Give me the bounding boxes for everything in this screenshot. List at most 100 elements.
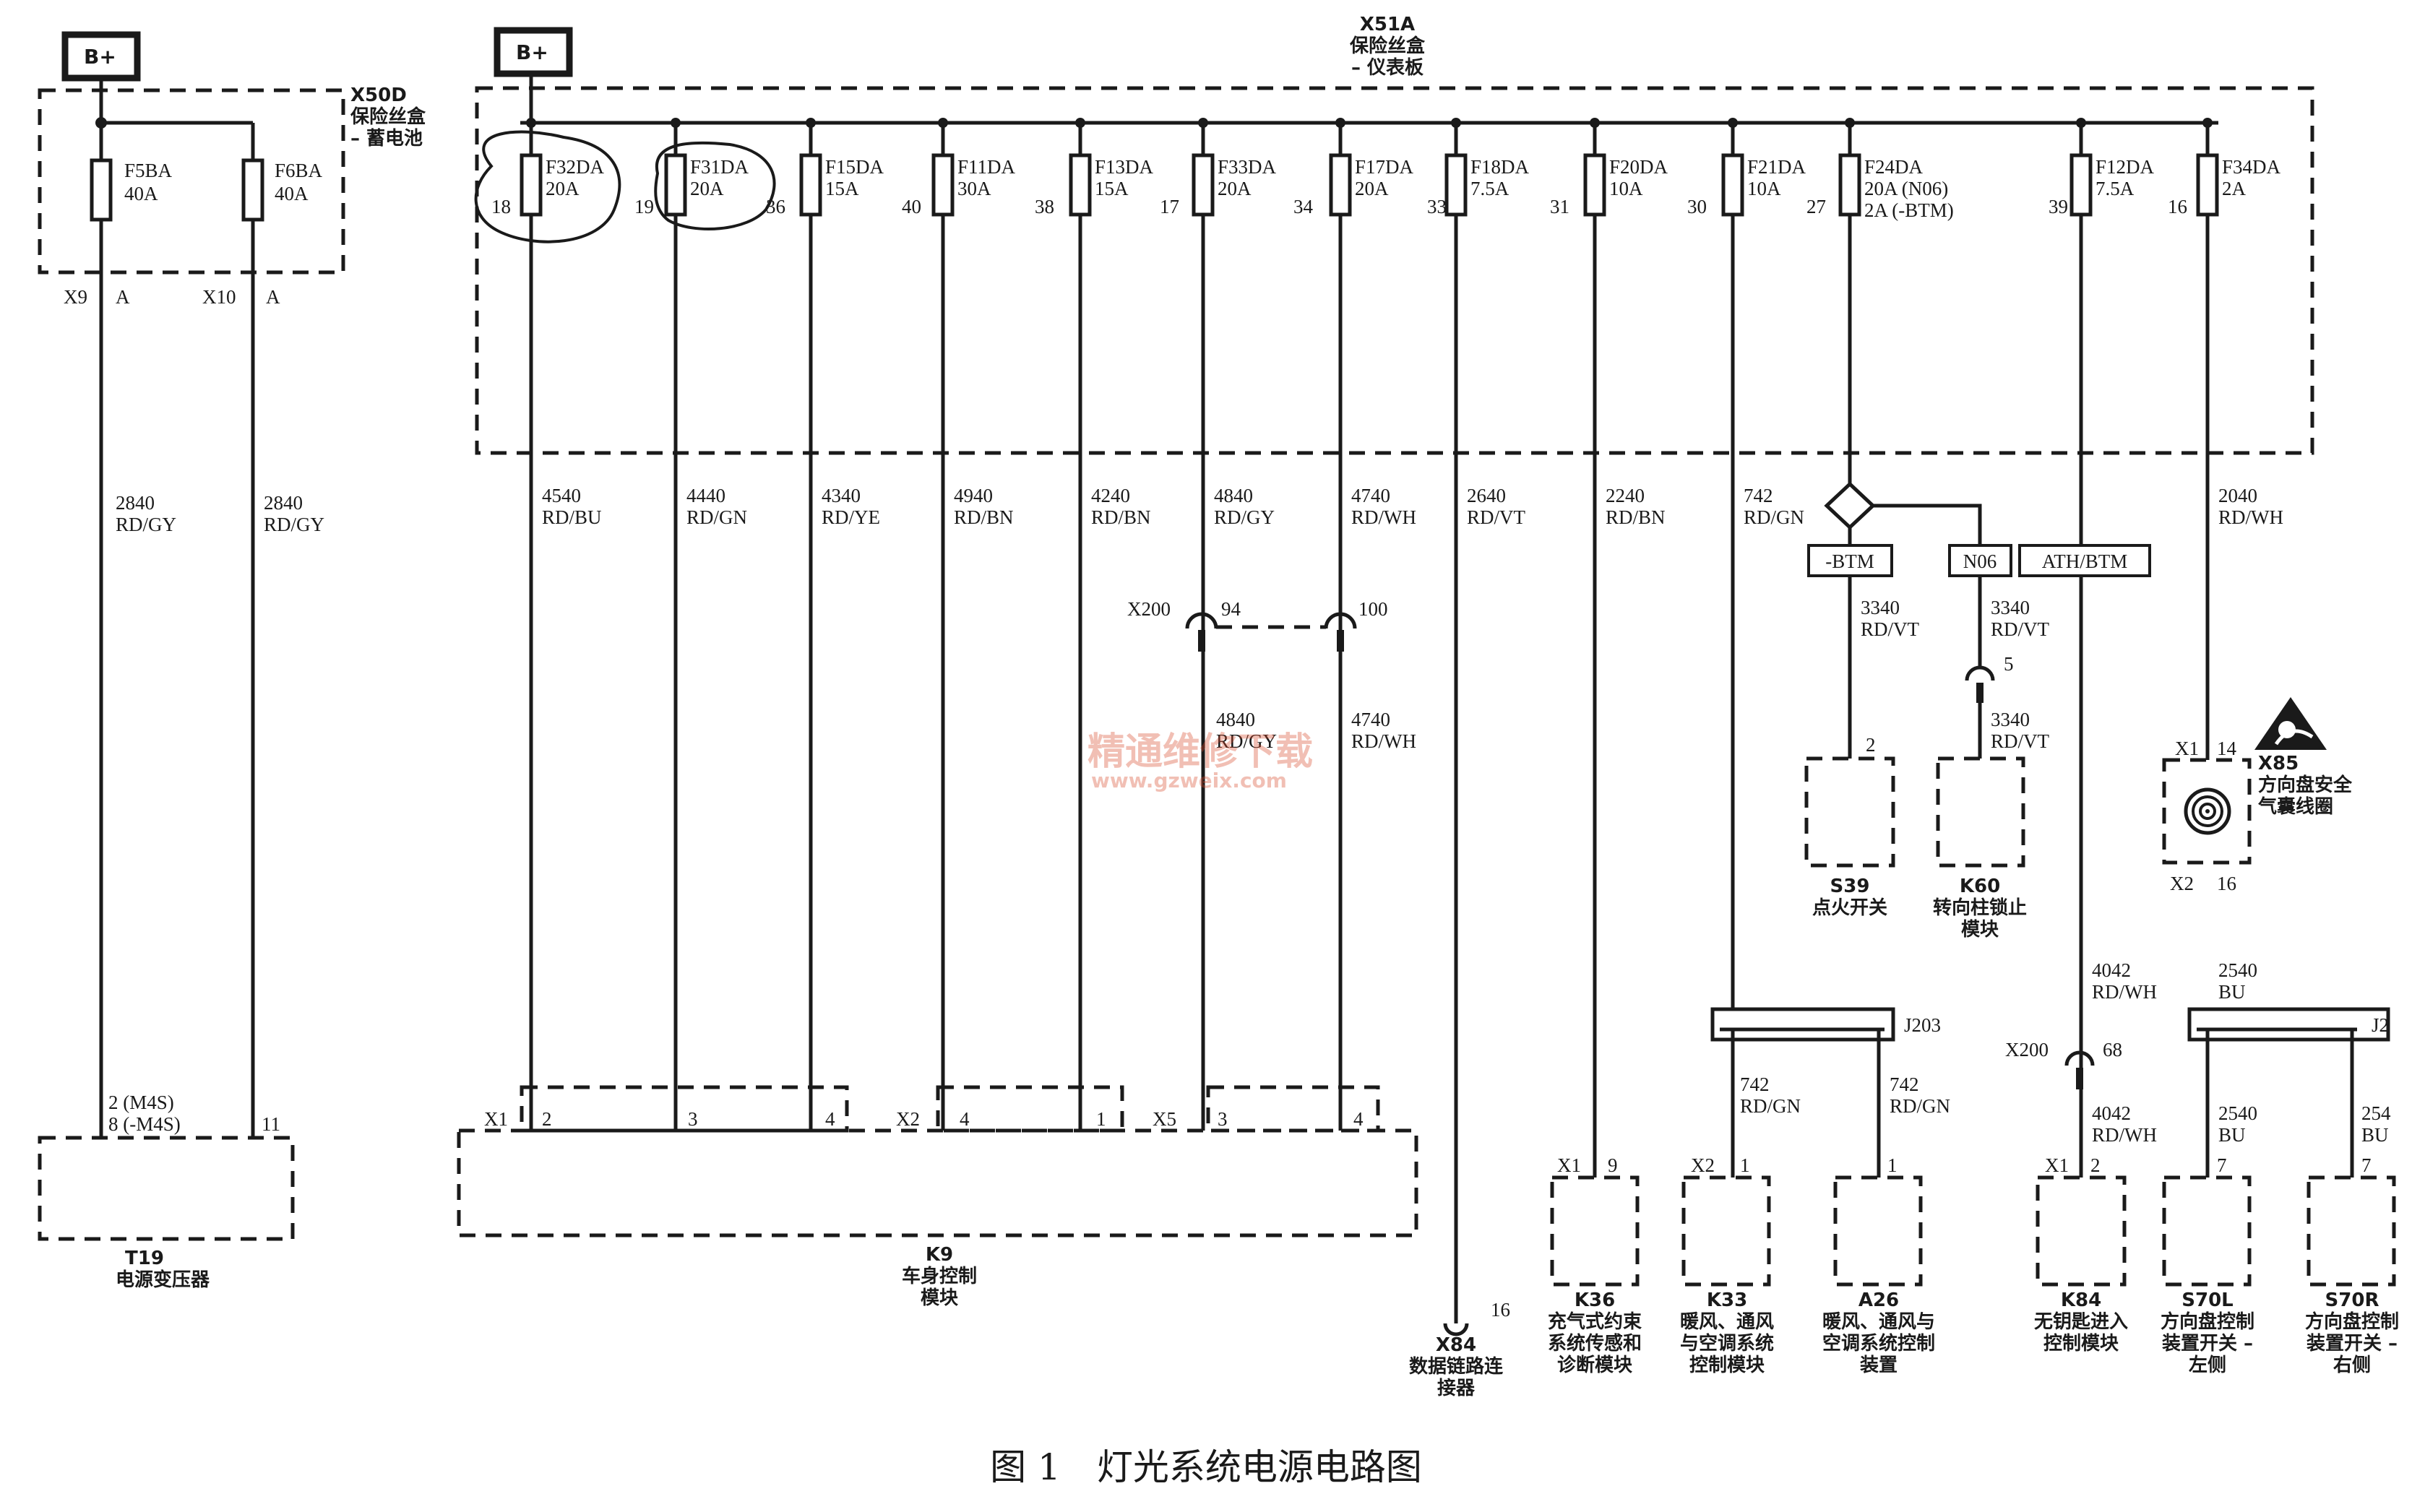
highlight-circle-f31da (654, 141, 776, 230)
fuse-f32da-rating: 20A (546, 178, 580, 199)
s70r-component (2307, 1175, 2396, 1287)
fuse-f24da-rating: 20A (N06) (1864, 178, 1948, 199)
x51a-code: X51A (1360, 14, 1415, 35)
wire-n06-branch (1873, 504, 1982, 545)
s70l-code: S70L (2181, 1289, 2233, 1311)
wire-j2-left-no: 2540 (2218, 1102, 2257, 1124)
x200-label-upper: X200 (1127, 598, 1171, 620)
k33-name: 暖风、通风 (1680, 1311, 1774, 1333)
k36-pin-9: 9 (1608, 1154, 1618, 1176)
wire-f6ba-color: RD/GY (264, 514, 324, 535)
k33-x2-label: X2 (1691, 1154, 1715, 1176)
wire-f11da-no: 4940 (954, 485, 993, 506)
t19-name: 电源变压器 (116, 1269, 210, 1291)
a26-pin-1: 1 (1887, 1154, 1898, 1176)
figure-caption: 图 1 灯光系统电源电路图 (990, 1446, 1422, 1488)
fuse-f17da-name: F17DA (1355, 156, 1414, 178)
fuse-f13da-rating: 15A (1095, 178, 1129, 199)
x50d-fuse-block-outline (38, 88, 345, 275)
wire-x85-out-color: BU (2218, 981, 2246, 1003)
k36-component (1550, 1175, 1640, 1287)
wire-f21da-no: 742 (1744, 485, 1773, 506)
bus-node-f34da (2202, 118, 2213, 128)
fuse-f34da-rating: 2A (2222, 178, 2247, 199)
fuse-f18da-rating: 7.5A (1470, 178, 1509, 199)
wire-j2-left-color: BU (2218, 1124, 2246, 1146)
wire-f13da-color: RD/BN (1091, 506, 1151, 528)
wire-j2-right-color: BU (2361, 1124, 2389, 1146)
wire-f20da-no: 2240 (1606, 485, 1645, 506)
fuse-f12da-name: F12DA (2096, 156, 2155, 178)
k36-name-2: 系统传感和 (1548, 1332, 1642, 1355)
wire-f15da-no: 4340 (822, 485, 861, 506)
k33-name-3: 控制模块 (1689, 1355, 1765, 1376)
fuse-f5ba-rating: 40A (124, 183, 158, 204)
bus-node-f31da (671, 118, 681, 128)
svg-text:B+: B+ (84, 45, 116, 69)
fuse-f11da (931, 153, 955, 217)
k84-name: 无钥匙进入 (2034, 1311, 2128, 1333)
fuse-f13da-pin: 38 (1035, 196, 1054, 217)
svg-text:B+: B+ (516, 40, 548, 64)
x85-pin-14: 14 (2217, 738, 2237, 759)
wire-f33da-lower-no: 4840 (1216, 709, 1255, 730)
fuse-f21da-pin: 30 (1687, 196, 1707, 217)
a26-component (1833, 1175, 1923, 1287)
fuse-f24da-pin: 27 (1806, 196, 1826, 217)
k9-code: K9 (926, 1244, 953, 1266)
wire-n06-lower-no: 3340 (1991, 709, 2030, 730)
wire-f12da-lower-no: 4042 (2092, 1102, 2131, 1124)
x51a-name-2: – 仪表板 (1351, 57, 1423, 79)
k9-x5-pin-4: 4 (1353, 1108, 1364, 1130)
t19-pin-11: 11 (262, 1113, 280, 1135)
option-n06: N06 (1948, 544, 2012, 577)
wire-f5ba-no: 2840 (116, 492, 155, 514)
fuse-f20da-pin: 31 (1550, 196, 1569, 217)
bus-node-f15da (806, 118, 816, 128)
x85-clockspring-outline (2162, 758, 2252, 865)
x200-socket-68 (2064, 1050, 2095, 1066)
x51a-fuse-block-outline (475, 86, 2314, 455)
k33-name-2: 与空调系统 (1680, 1332, 1774, 1355)
bus-node-f18da (1451, 118, 1461, 128)
wire-f21da-color: RD/GN (1744, 506, 1804, 528)
a26-name-3: 装置 (1860, 1355, 1898, 1376)
x84-pin-16: 16 (1491, 1299, 1510, 1321)
fuse-f34da-name: F34DA (2222, 156, 2281, 178)
s70r-pin-7: 7 (2361, 1154, 2372, 1176)
s70l-name: 方向盘控制 (2161, 1310, 2254, 1333)
fuse-f6ba-rating: 40A (275, 183, 309, 204)
k60-name-2: 模块 (1961, 919, 1999, 941)
svg-text:-BTM: -BTM (1825, 550, 1874, 572)
fuse-f17da-pin: 34 (1293, 196, 1314, 217)
s39-component (1804, 756, 1895, 868)
wire-f12da-lower-color: RD/WH (2092, 1124, 2157, 1146)
wire-f33da-no: 4840 (1214, 485, 1253, 506)
bplus-terminal-right: B+ (494, 27, 573, 77)
option-ath-btm: ATH/BTM (2018, 544, 2151, 577)
k9-connector-x5 (1206, 1085, 1380, 1133)
wire-f15da-color: RD/YE (822, 506, 880, 528)
k33-pin-1: 1 (1740, 1154, 1750, 1176)
fuse-f15da-name: F15DA (825, 156, 884, 178)
x50d-code: X50D (350, 85, 407, 106)
wire-btm-no: 3340 (1861, 597, 1900, 618)
a26-name: 暖风、通风与 (1822, 1311, 1935, 1333)
bus-node-f33da (1198, 118, 1208, 128)
fuse-f12da (2069, 153, 2093, 217)
s70r-name: 方向盘控制 (2305, 1310, 2399, 1333)
k9-x1-label: X1 (484, 1108, 508, 1130)
fuse-f34da-pin: 16 (2168, 196, 2187, 217)
option-diamond (1824, 481, 1876, 530)
n06-inline-pin-5: 5 (2004, 653, 2014, 675)
fuse-f33da-rating: 20A (1218, 178, 1252, 199)
wire-n06-color: RD/VT (1991, 618, 2050, 640)
j2-splice (2187, 1007, 2390, 1042)
wire-f12da-upper-no: 4042 (2092, 959, 2131, 981)
x200-label-lower: X200 (2005, 1039, 2049, 1060)
fuse-f18da-name: F18DA (1470, 156, 1530, 178)
fuse-f32da-pin: 18 (491, 196, 511, 217)
x200-pin-100-body (1337, 630, 1344, 652)
k36-x1-label: X1 (1557, 1154, 1581, 1176)
